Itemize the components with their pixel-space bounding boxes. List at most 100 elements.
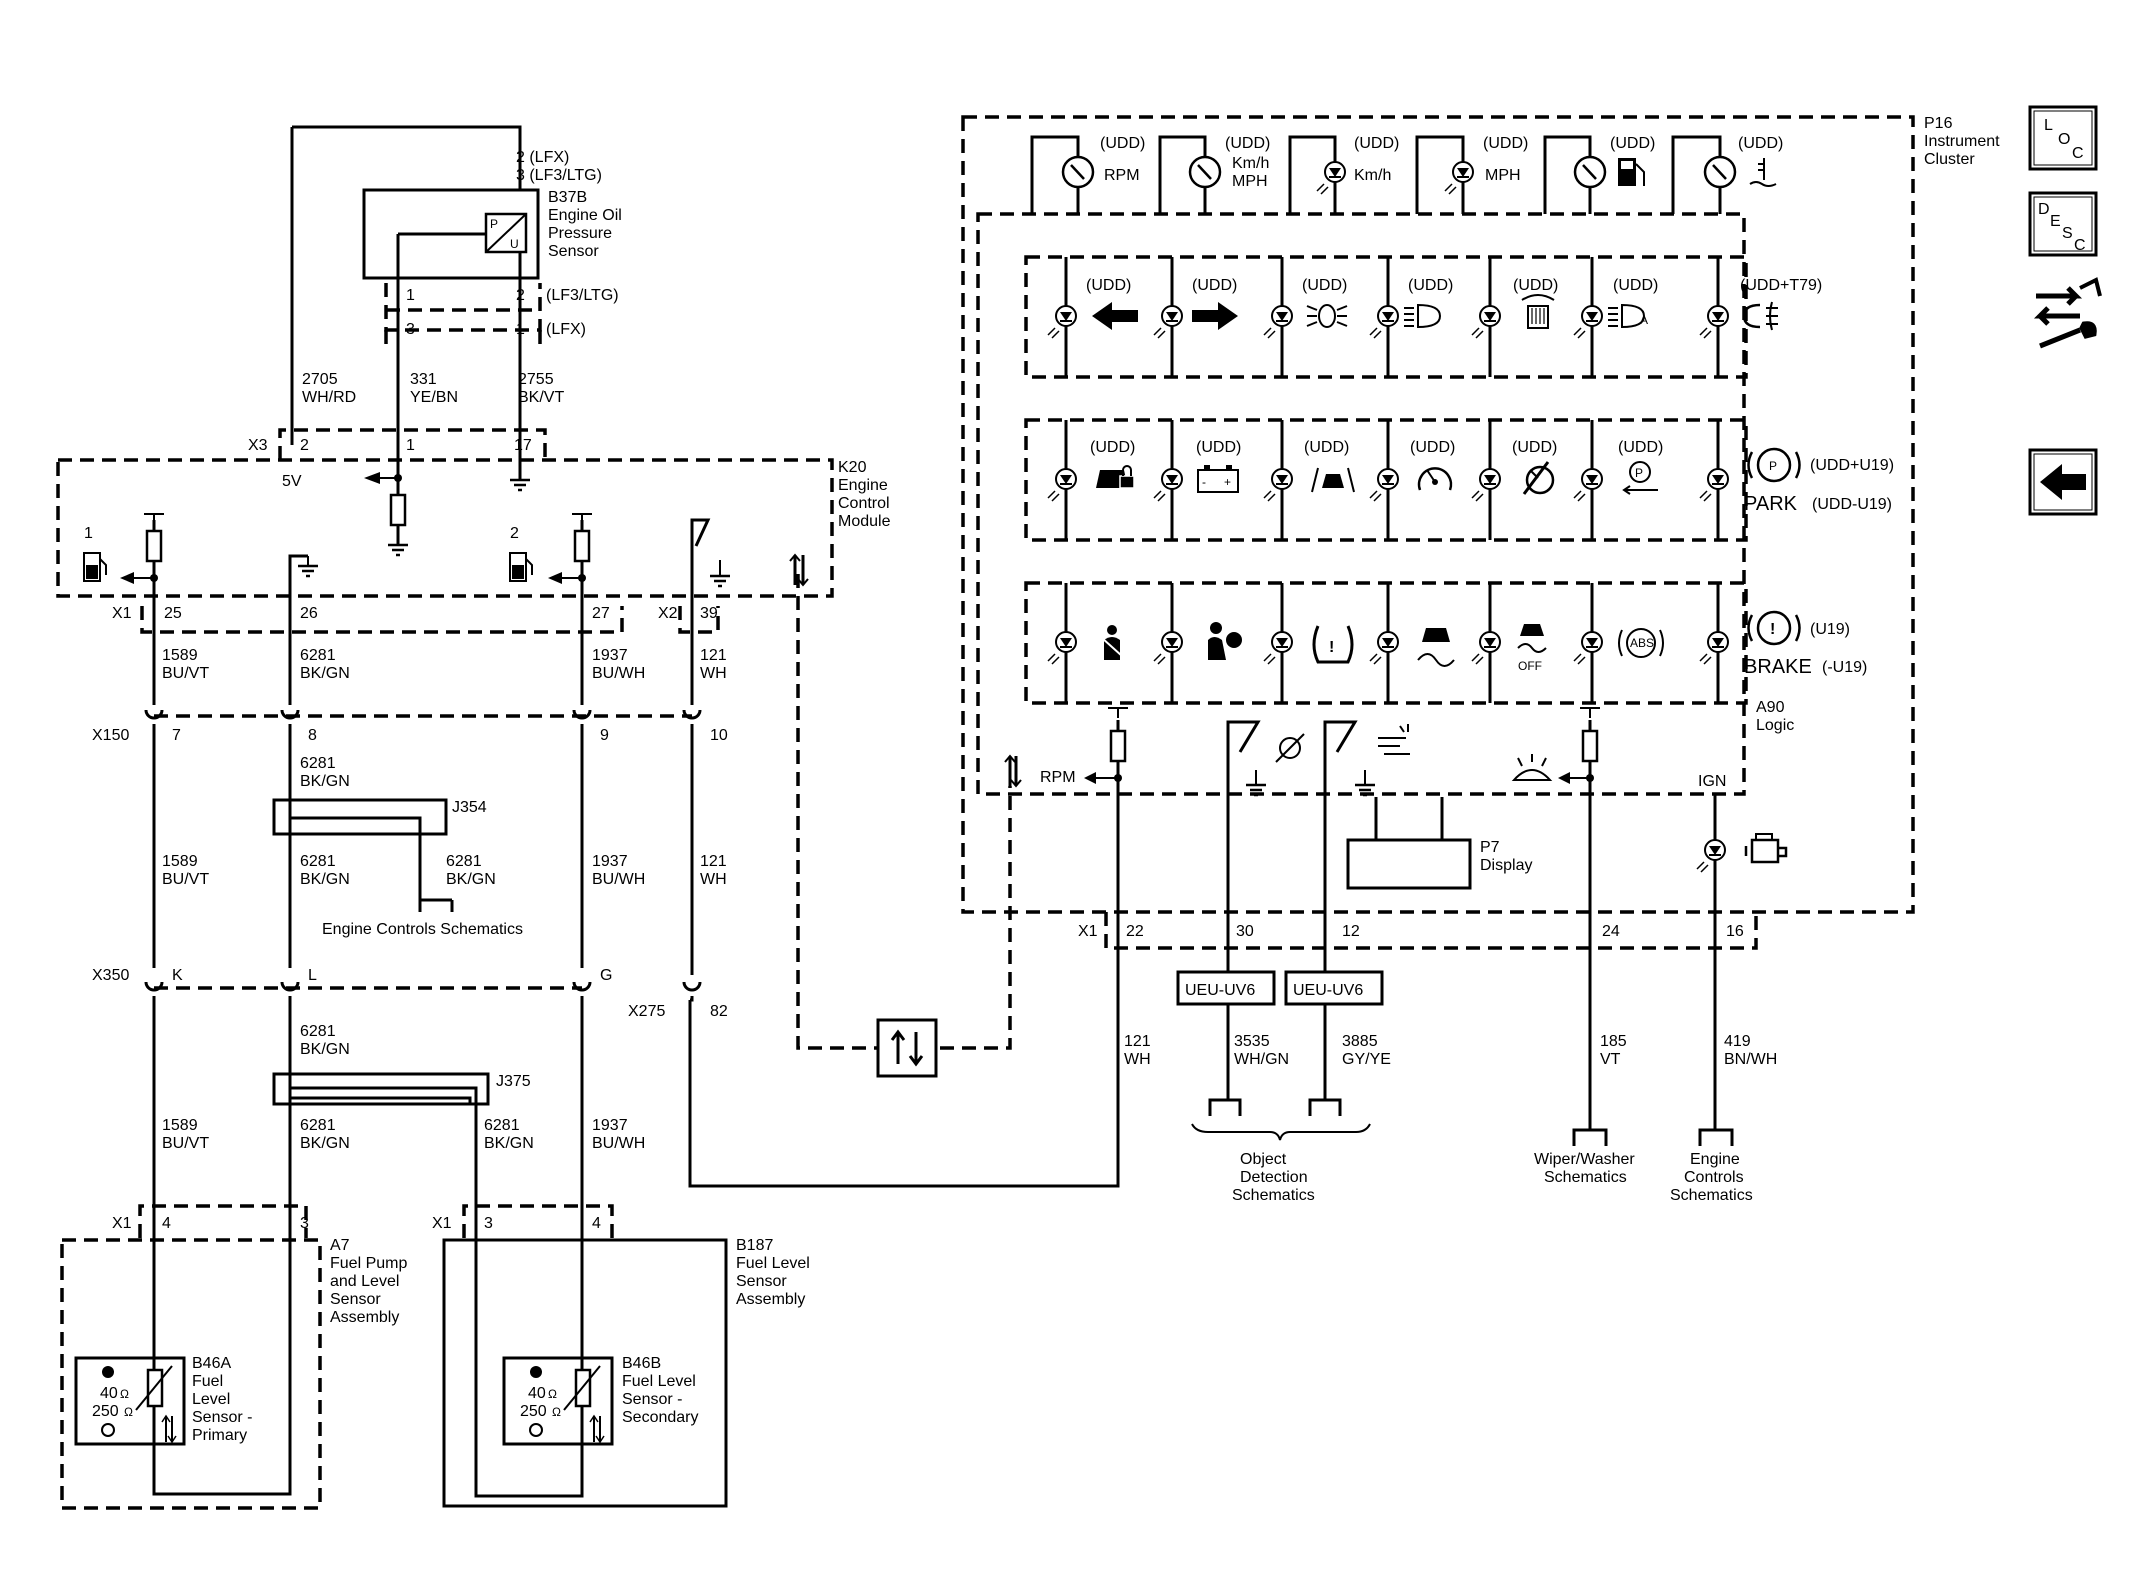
washer-fluid-icon <box>1511 754 1553 781</box>
indicator-lamp <box>1263 631 1293 665</box>
b37b-row1-right: 2 <box>516 287 525 304</box>
b187-name-3: Assembly <box>736 1291 805 1308</box>
svg-text:A: A <box>1640 313 1648 327</box>
x3-connector: X3 2 1 17 5V <box>248 428 547 490</box>
fuel-gauge-icon <box>1618 158 1645 186</box>
row2-udd-1: (UDD) <box>1090 439 1135 456</box>
a7-name-4: Assembly <box>330 1309 399 1326</box>
row1-udd-4: (UDD) <box>1408 277 1453 294</box>
indicator-lamp <box>1573 468 1603 502</box>
cluster-pin-30: 30 <box>1236 923 1254 940</box>
b187-ref: B187 <box>736 1237 773 1254</box>
j354-wire-1-color: BK/GN <box>300 773 350 790</box>
b37b-name-2: Pressure <box>548 225 612 242</box>
park-brake-icon: P <box>1747 447 1801 483</box>
b37b-row1-tag: (LF3/LTG) <box>546 287 619 304</box>
indicator-lamp <box>1263 305 1293 339</box>
k20-ref: K20 <box>838 459 867 476</box>
seatbelt-icon <box>1101 625 1123 660</box>
wire-6281-k20-num: 6281 <box>300 647 336 664</box>
b187-pin-4: 4 <box>592 1215 601 1232</box>
wire-185-num: 185 <box>1600 1033 1627 1050</box>
k20-pin-25: 25 <box>164 605 182 622</box>
speedometer-warning-icon <box>1417 467 1453 491</box>
abs-icon: ABS <box>1618 628 1664 658</box>
display-dimming-icon <box>1378 724 1410 755</box>
engine-controls-dest-2: Controls <box>1684 1169 1744 1186</box>
j354-wire-2-color: BK/GN <box>300 871 350 888</box>
x150-pin-10: 10 <box>710 727 728 744</box>
row2-udd-3: (UDD) <box>1304 439 1349 456</box>
k20-pin-27: 27 <box>592 605 610 622</box>
indicator-lamp <box>1699 468 1729 502</box>
wire-121-mid-num: 121 <box>700 853 727 870</box>
desc-c: C <box>2074 237 2086 254</box>
wire-121-cluster-num: 121 <box>1124 1033 1151 1050</box>
wire-1589-low-color: BU/VT <box>162 1135 209 1152</box>
svg-text:U: U <box>510 237 519 251</box>
a7-name-2: and Level <box>330 1273 399 1290</box>
cluster-pin-22: 22 <box>1126 923 1144 940</box>
row3-icons: ! OFF ABS ! <box>1101 610 1801 673</box>
svg-text:ABS: ABS <box>1630 636 1654 650</box>
b37b-pin-lfx: 2 (LFX) <box>516 149 569 166</box>
row1-icons: A <box>1092 294 1778 331</box>
svg-text:+: + <box>1224 475 1231 489</box>
ueu-label-1: UEU-UV6 <box>1185 982 1255 999</box>
b46a-unit-1: Ω <box>120 1387 129 1401</box>
indicator-lamp <box>1263 468 1293 502</box>
brake-label: BRAKE <box>1744 656 1812 678</box>
b46a-fuel-level-sensor-primary: 40 Ω 250 Ω B46A Fuel Level Sensor - Prim… <box>74 1355 252 1490</box>
brake-code-1: (U19) <box>1810 621 1850 638</box>
stability-control-icon <box>1417 628 1455 667</box>
indicator-lamp <box>1573 305 1603 339</box>
j375-wire-1-color: BK/GN <box>300 1135 350 1152</box>
p16-instrument-cluster: A - + <box>961 115 2000 914</box>
lane-departure-icon <box>1311 467 1355 493</box>
b46a-r-high: 250 <box>92 1403 119 1420</box>
coolant-temp-icon <box>1749 158 1777 187</box>
gauge-6-udd: (UDD) <box>1738 135 1783 152</box>
row2-udd-5: (UDD) <box>1512 439 1557 456</box>
svg-text:P: P <box>1769 459 1777 473</box>
b46a-name-2: Level <box>192 1391 230 1408</box>
k20-name: Engine <box>838 477 888 494</box>
engine-controls-dest: Engine <box>1690 1151 1740 1168</box>
b46b-r-low: 40 <box>528 1385 546 1402</box>
row1-udd-7: (UDD+T79) <box>1740 277 1822 294</box>
p16-name-2: Cluster <box>1924 151 1975 168</box>
b37b-ref: B37B <box>548 189 587 206</box>
b46a-name-3: Sensor - <box>192 1409 252 1426</box>
indicator-lamp <box>1047 305 1077 339</box>
check-engine-icon <box>1744 833 1788 864</box>
b187-pin-3: 3 <box>484 1215 493 1232</box>
b37b-row2-tag: (LFX) <box>546 321 586 338</box>
serial-data-link <box>789 553 1012 1078</box>
svg-text:P: P <box>490 217 498 231</box>
b37b-row2-left: 3 <box>406 321 415 338</box>
k20-pin-39: 39 <box>700 605 718 622</box>
row1-udd-1: (UDD) <box>1086 277 1131 294</box>
nav-diagnostics-button[interactable] <box>2033 277 2102 349</box>
wire-2755-num: 2755 <box>518 371 554 388</box>
rpm-output-label: RPM <box>1040 769 1076 786</box>
x3-pin-2: 2 <box>300 437 309 454</box>
nav-back-button[interactable] <box>2028 448 2098 516</box>
a7-pin-4: 4 <box>162 1215 171 1232</box>
a7-name-3: Sensor <box>330 1291 381 1308</box>
brake-code-2: (-U19) <box>1822 659 1867 676</box>
nav-description-button[interactable]: D E S C <box>2028 191 2098 257</box>
nav-location-button[interactable]: L O C <box>2028 105 2098 171</box>
k20-x1-label: X1 <box>112 605 132 622</box>
wire-185-color: VT <box>1600 1051 1621 1068</box>
j375-top-color: BK/GN <box>300 1041 350 1058</box>
wire-331-color: YE/BN <box>410 389 458 406</box>
gauge-1-label: RPM <box>1104 167 1140 184</box>
x150-inline-connector: X150 7 8 9 10 <box>92 708 728 744</box>
j375-splice: J375 6281 BK/GN 6281 BK/GN 6281 BK/GN <box>272 1023 584 1498</box>
wire-1589-mid-color: BU/VT <box>162 871 209 888</box>
wiper-washer-dest-2: Schematics <box>1544 1169 1627 1186</box>
b46a-name: Fuel <box>192 1373 223 1390</box>
rear-fog-icon <box>1742 301 1778 331</box>
